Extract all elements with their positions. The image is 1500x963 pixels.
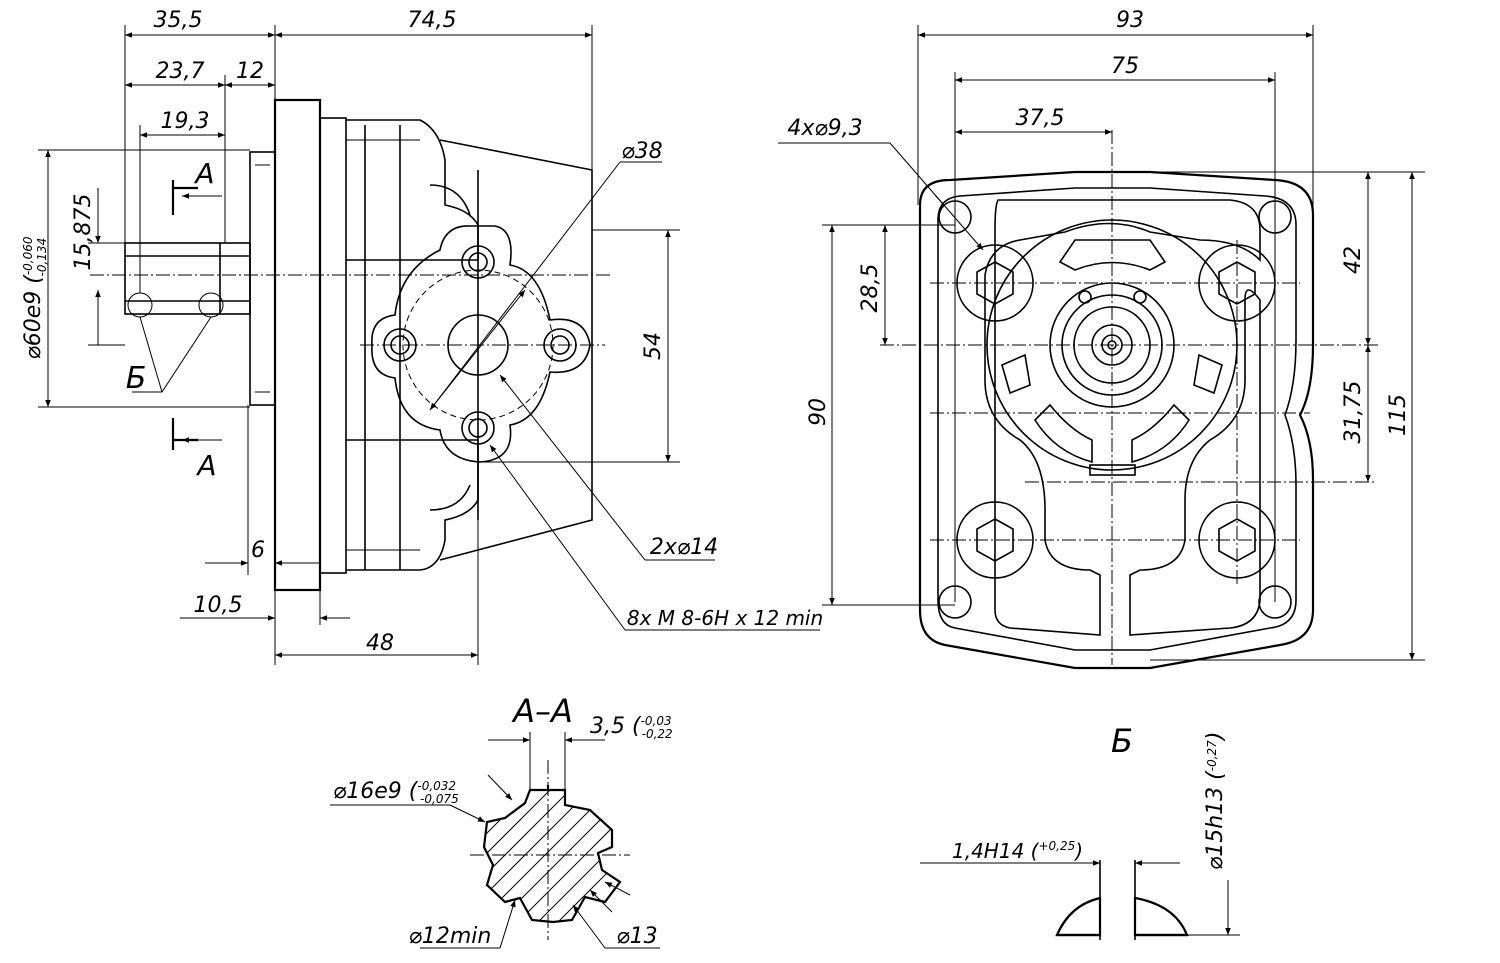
section-mark-top: A: [193, 157, 214, 190]
dim-4x9-3-label: 4x⌀9,3: [787, 116, 862, 141]
dim-1-4-label: 1,4H14 (+0,25): [952, 839, 1083, 863]
flange-outline: [918, 170, 1315, 670]
dim-12-label: 12: [236, 59, 264, 84]
shaft: [124, 242, 251, 318]
dim-phi60-label: ⌀60e9 (-0,060-0,134: [21, 236, 49, 359]
section-mark-bottom: A: [195, 449, 216, 482]
detail-profile: [1055, 896, 1102, 937]
section-title: A–A: [511, 692, 573, 730]
dim-48-label: 48: [366, 631, 394, 656]
dim-19-3-label: 19,3: [161, 109, 210, 134]
dim-42-label: 42: [1341, 246, 1366, 274]
dim-phi15-label: ⌀15h13 (-0,27): [1203, 732, 1228, 870]
section-view: A–A 3,5 (-0,03-0,22 ⌀16e9 (-0,032-0,075 …: [330, 692, 673, 949]
side-view-dimensions: [38, 25, 820, 665]
dim-54-label: 54: [641, 332, 666, 360]
front-view: 93 75 37,5 4x⌀9,3 28,5 90 42 31,75 115: [778, 8, 1425, 670]
detail-view: Б 1,4H14 (+0,25) ⌀15h13 (-0,27): [920, 722, 1240, 940]
front-view-dimensions: [778, 25, 1425, 661]
detail-title: Б: [1111, 722, 1133, 760]
dim-phi12-label: ⌀12min: [409, 924, 492, 949]
dim-8xm8-label: 8x M 8-6H x 12 min: [627, 606, 823, 630]
spline-profile: [482, 785, 622, 924]
detail-mark: Б: [126, 361, 147, 396]
dim-10-5-label: 10,5: [194, 593, 243, 618]
dim-75-label: 75: [1111, 54, 1139, 79]
dim-15-875-label: 15,875: [71, 194, 96, 271]
dim-74-5-label: 74,5: [408, 8, 457, 33]
dim-phi38-label: ⌀38: [621, 139, 662, 164]
dim-phi16-label: ⌀16e9 (-0,032-0,075: [333, 779, 459, 806]
dim-3-5-label: 3,5 (-0,03-0,22: [590, 714, 673, 741]
flange-spigot: [249, 151, 276, 406]
dim-31-75-label: 31,75: [1341, 381, 1366, 444]
dim-115-label: 115: [1386, 394, 1411, 436]
dim-37-5-label: 37,5: [1016, 106, 1065, 131]
dim-35-5-label: 35,5: [154, 8, 203, 33]
side-view: 35,5 74,5 23,7 12 19,3 15,875 ⌀60e9 (-0,…: [21, 8, 823, 665]
dim-phi13-label: ⌀13: [616, 924, 657, 949]
dim-28-5-label: 28,5: [858, 264, 883, 313]
dim-23-7-label: 23,7: [156, 59, 205, 84]
dim-2x14-label: 2x⌀14: [650, 535, 718, 560]
mounting-flange: [273, 98, 322, 592]
dim-93-label: 93: [1116, 8, 1144, 33]
dim-90-label: 90: [806, 398, 831, 426]
dim-6-label: 6: [251, 538, 265, 563]
